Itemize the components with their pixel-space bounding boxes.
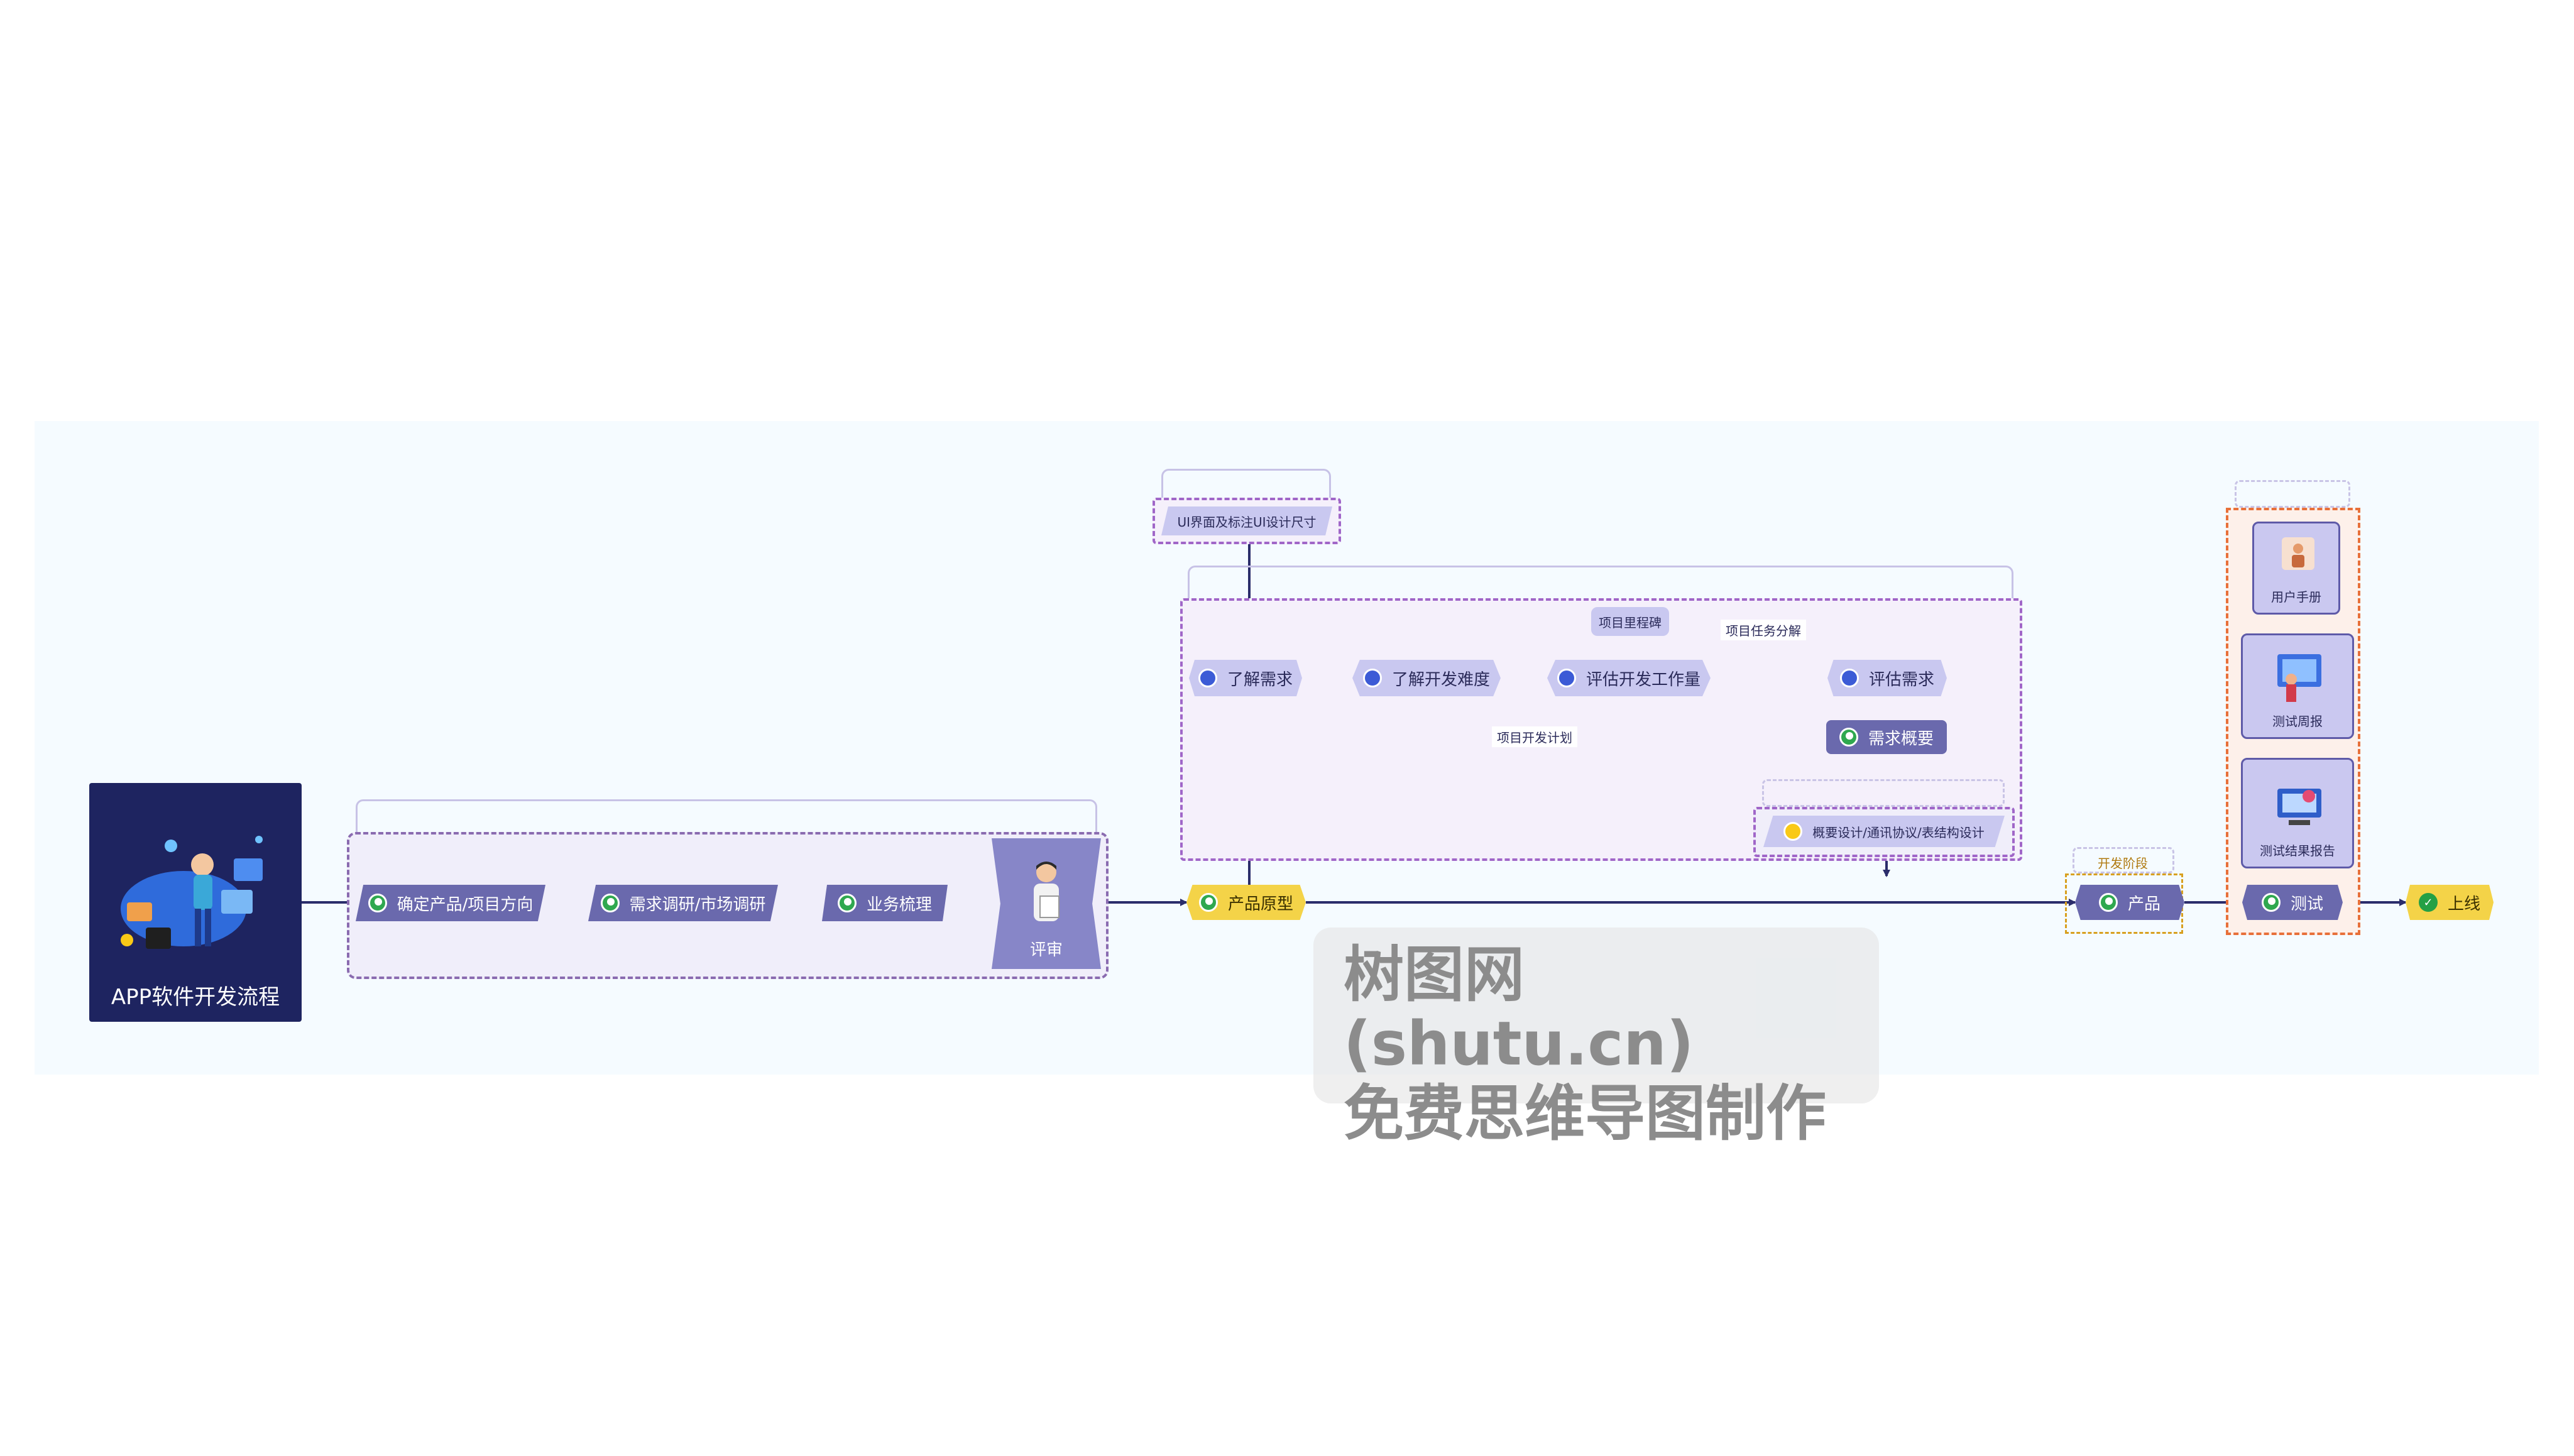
user-manual-icon [2282,537,2314,570]
test-node[interactable]: 测试 [2242,885,2343,920]
dev-phase-tab [2073,847,2174,873]
reviewer-person-icon [1034,862,1060,921]
ui-spec-tab [1161,469,1331,498]
review-label: 评审 [1029,941,1063,960]
estimate-workload-node[interactable]: 评估开发工作量 [1547,660,1711,696]
status-icon [837,894,857,912]
status-icon [1783,822,1803,841]
step-icon [1198,669,1217,687]
step-label: 业务梳理 [866,895,932,914]
prototype-node[interactable]: 产品原型 [1186,885,1306,920]
task-breakdown-label: 项目任务分解 [1721,620,1806,640]
launch-label: 上线 [2447,894,2480,914]
design-tab [1762,779,2005,807]
ui-spec-label: UI界面及标注UI设计尺寸 [1177,514,1317,530]
milestone-node[interactable]: 项目里程碑 [1591,607,1669,636]
weekly-report-card[interactable]: 测试周报 [2241,633,2354,739]
dev-plan-label: 项目开发计划 [1492,726,1577,747]
user-manual-card[interactable]: 用户手册 [2252,522,2340,615]
status-icon [600,894,620,912]
product-node[interactable]: 产品 [2075,885,2184,920]
node-label: 了解需求 [1227,670,1293,689]
stage2-tab [1188,566,2013,598]
step-market-research[interactable]: 需求调研/市场调研 [588,885,778,921]
milestone-label: 项目里程碑 [1599,615,1662,630]
watermark-line2: 免费思维导图制作 [1344,1078,1826,1149]
weekly-report-icon [2277,654,2321,702]
node-label: 概要设计/通讯协议/表结构设计 [1812,824,1985,840]
review-node[interactable]: 评审 [992,838,1101,969]
test-tab [2235,480,2350,508]
ui-spec-node[interactable]: UI界面及标注UI设计尺寸 [1161,506,1332,535]
step-icon [1362,669,1382,687]
step-label: 确定产品/项目方向 [397,895,534,914]
step-label: 需求调研/市场调研 [629,895,766,914]
step-business-review[interactable]: 业务梳理 [822,885,948,921]
card-label: 用户手册 [2271,589,2321,605]
step-icon [1557,669,1576,687]
test-result-card[interactable]: 测试结果报告 [2241,758,2354,868]
design-node[interactable]: 概要设计/通讯协议/表结构设计 [1763,816,2005,847]
understand-req-node[interactable]: 了解需求 [1189,660,1302,696]
node-label: 评估需求 [1868,670,1934,689]
developer-illustration-icon [121,836,263,949]
step-confirm-direction[interactable]: 确定产品/项目方向 [356,885,545,921]
check-icon: ✓ [2418,893,2438,912]
status-icon [1198,893,1218,912]
card-label: 测试结果报告 [2260,843,2335,858]
product-label: 产品 [2127,894,2161,914]
status-icon [368,894,387,912]
stage1-tab [356,799,1097,832]
status-icon [1839,728,1858,747]
status-icon [2261,893,2281,912]
start-block: APP软件开发流程 [89,783,302,1022]
prototype-label: 产品原型 [1227,894,1293,914]
card-label: 测试周报 [2272,714,2323,729]
node-label: 评估开发工作量 [1585,670,1700,689]
dev-phase-label: 开发阶段 [2098,856,2148,871]
test-result-icon [2277,789,2321,825]
watermark: 树图网(shutu.cn) 免费思维导图制作 [1313,928,1879,1148]
test-label: 测试 [2290,894,2323,914]
req-overview-node[interactable]: 需求概要 [1826,720,1947,754]
estimate-req-node[interactable]: 评估需求 [1827,660,1947,696]
status-icon [2098,893,2118,912]
watermark-line1: 树图网(shutu.cn) [1344,939,1694,1080]
diagram-title: APP软件开发流程 [111,985,280,1010]
launch-node[interactable]: ✓ 上线 [2406,885,2494,920]
step-icon [1839,669,1859,687]
node-label: 了解开发难度 [1391,670,1490,689]
node-label: 需求概要 [1868,729,1934,748]
understand-difficulty-node[interactable]: 了解开发难度 [1352,660,1501,696]
